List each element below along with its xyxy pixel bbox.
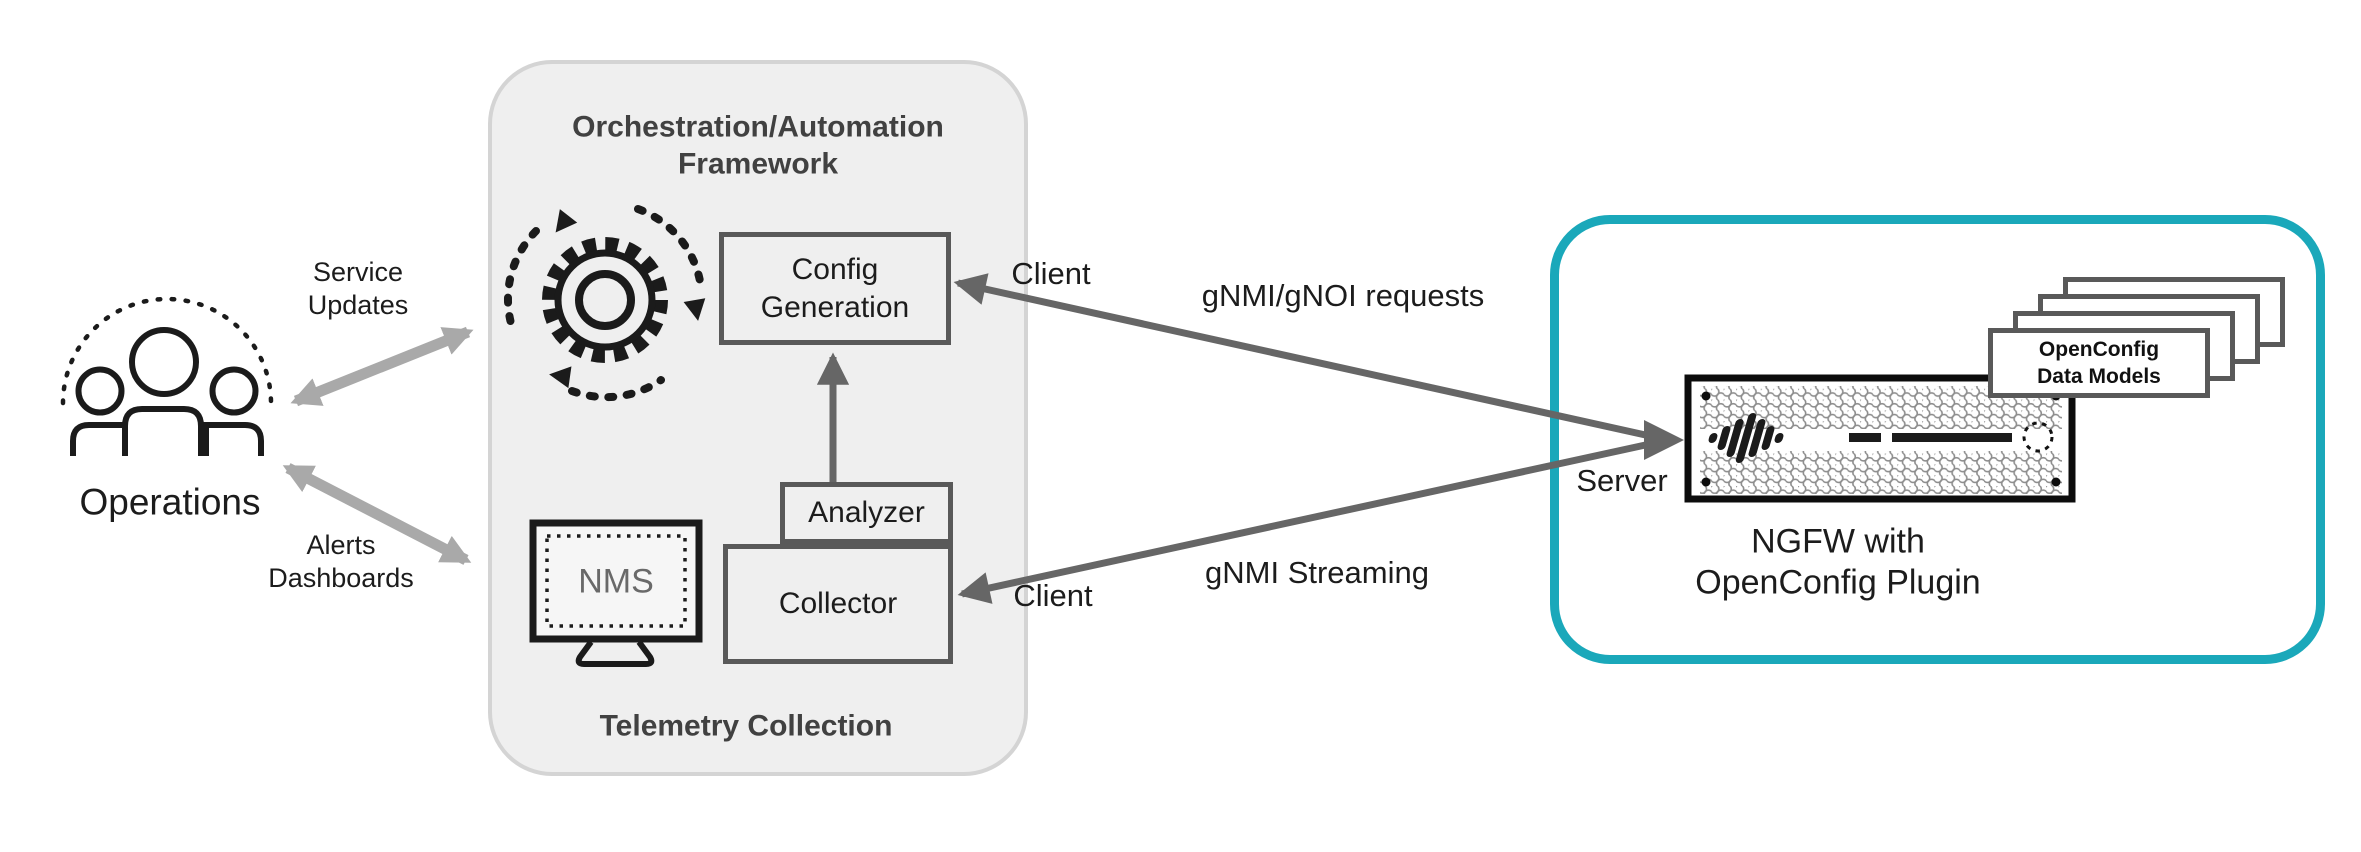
server-text: Server: [1576, 463, 1668, 499]
collector-node: Collector: [723, 544, 953, 664]
config-generation-node: Config Generation: [719, 232, 951, 345]
nms-label: NMS: [529, 561, 654, 602]
alerts-line1: Alerts: [306, 530, 376, 561]
client-bottom-text: Client: [1013, 578, 1093, 614]
service-updates-line2: Updates: [307, 290, 409, 320]
alerts-dashboards-label: Alerts Dashboards: [268, 529, 414, 595]
gnmi-streaming-label: gNMI Streaming: [1205, 554, 1429, 592]
gnmi-requests-label: gNMI/gNOI requests: [1202, 277, 1485, 315]
alerts-line2: Dashboards: [268, 563, 414, 593]
openconfig-data-models-card: OpenConfig Data Models: [1988, 328, 2210, 398]
framework-title: Orchestration/Automation Framework: [572, 109, 944, 182]
people-dotted-arc: [60, 296, 274, 406]
analyzer-node: Analyzer: [780, 482, 953, 544]
telemetry-collection-title: Telemetry Collection: [600, 709, 893, 746]
gnmi-requests-text: gNMI/gNOI requests: [1201, 278, 1485, 314]
ngfw-title-line1: NGFW with: [1751, 522, 1925, 561]
service-updates-label: Service Updates: [308, 256, 409, 322]
server-label: Server: [1576, 462, 1667, 500]
openconfig-card-line2: Data Models: [2037, 365, 2161, 388]
client-top-text: Client: [1011, 256, 1091, 292]
collector-label: Collector: [778, 587, 898, 621]
framework-title-line2: Framework: [677, 147, 839, 180]
config-generation-label-line1: Config: [791, 253, 879, 286]
telemetry-collection-text: Telemetry Collection: [599, 709, 893, 743]
service-updates-arrow: [290, 326, 474, 407]
ngfw-title-line2: OpenConfig Plugin: [1695, 564, 1981, 602]
framework-title-line1: Orchestration/Automation: [572, 110, 944, 144]
operations-label: Operations: [80, 479, 261, 524]
gnmi-streaming-text: gNMI Streaming: [1205, 555, 1429, 591]
client-top-label: Client: [1011, 255, 1090, 293]
operations-text: Operations: [79, 481, 261, 523]
operations-people-icon: [60, 296, 274, 456]
service-updates-line1: Service: [312, 257, 404, 288]
config-generation-label-line2: Generation: [760, 290, 910, 324]
nms-text: NMS: [578, 562, 654, 601]
openconfig-card-line1: OpenConfig: [2038, 337, 2160, 361]
client-bottom-label: Client: [1013, 577, 1092, 615]
ngfw-title: NGFW with OpenConfig Plugin: [1695, 522, 1980, 605]
analyzer-label: Analyzer: [808, 496, 925, 530]
